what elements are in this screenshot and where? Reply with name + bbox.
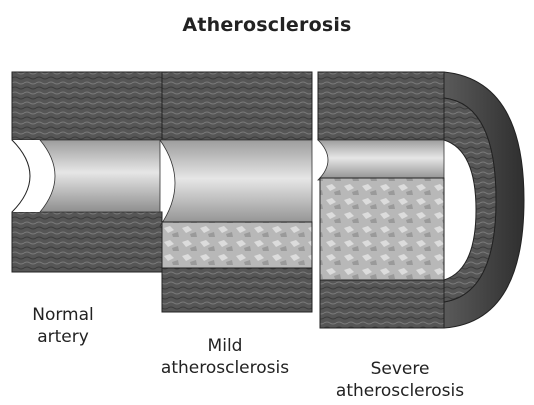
mild-atherosclerosis-segment <box>160 72 312 312</box>
label-severe-atherosclerosis: Severe atherosclerosis <box>325 358 475 402</box>
label-normal-artery: Normal artery <box>26 304 100 348</box>
normal-artery-segment <box>12 72 162 272</box>
severe-atherosclerosis-segment <box>318 72 524 328</box>
label-mild-atherosclerosis: Mild atherosclerosis <box>145 335 305 379</box>
